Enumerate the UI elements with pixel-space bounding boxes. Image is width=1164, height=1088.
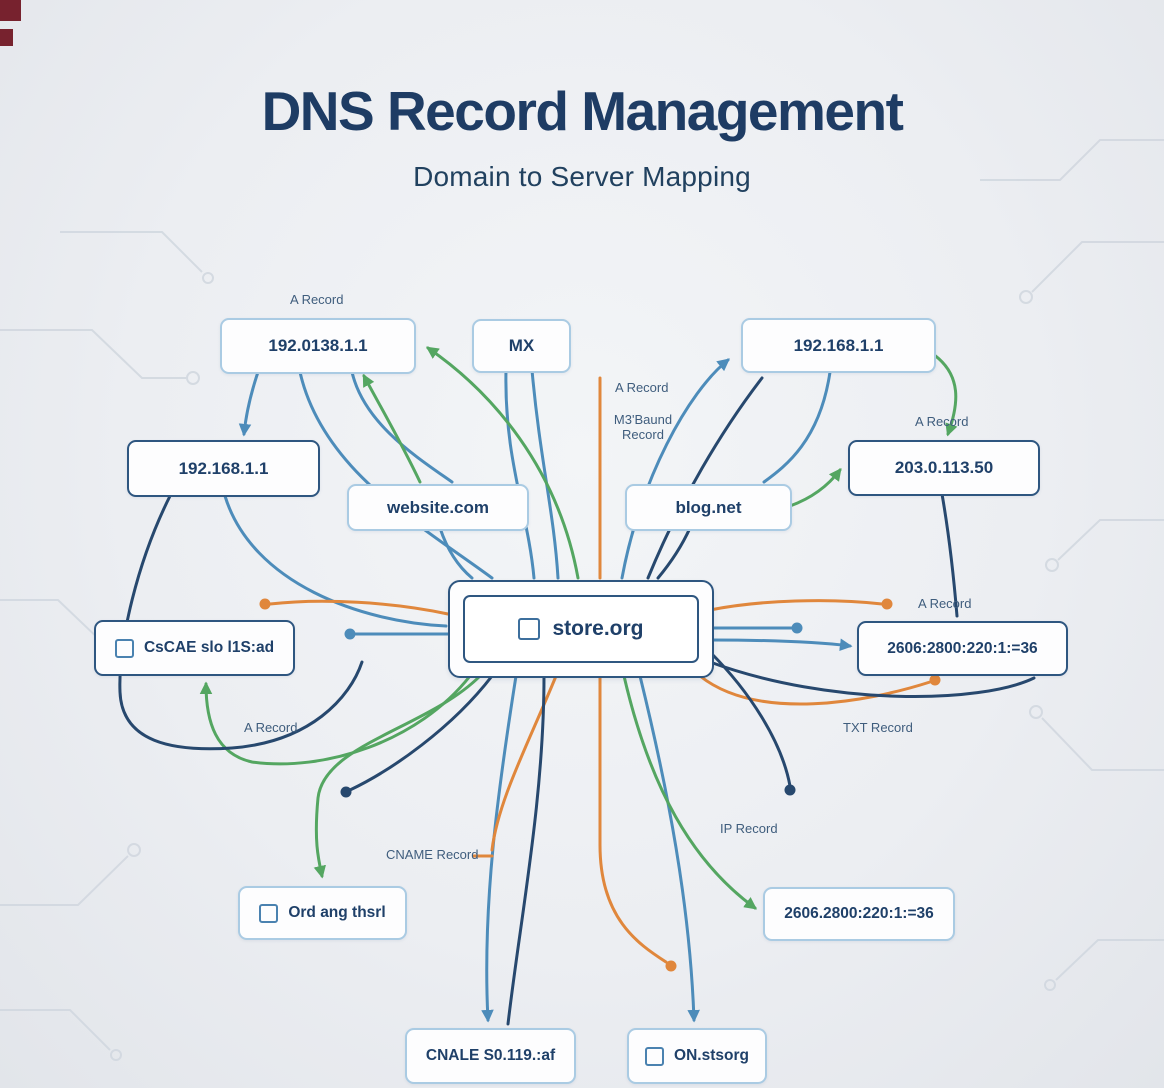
record-label-mx-bound: M3'Baund Record (613, 412, 673, 442)
node-label: 203.0.113.50 (894, 458, 994, 477)
record-label-cname: CNAME Record (386, 847, 479, 862)
node-ipv6-right: 2606:2800:220:1:=36 (857, 621, 1068, 676)
node-label: 192.0138.1.1 (268, 336, 368, 355)
node-store-org-hub: store.org (448, 580, 714, 678)
edges-navy (118, 376, 1036, 1026)
node-label: Ord ang thsrl (288, 904, 386, 921)
domain-icon (114, 638, 134, 658)
record-label-a-right-upper: A Record (915, 414, 969, 429)
node-label: 192.168.1.1 (793, 335, 884, 355)
node-label: CsCAE slo l1S:ad (143, 639, 275, 656)
header: DNS Record Management Domain to Server M… (0, 0, 1164, 193)
node-label: website.com (386, 497, 490, 517)
node-on-stsorg: ON.stsorg (627, 1028, 767, 1084)
node-ip-203: 203.0.113.50 (848, 440, 1040, 496)
record-label-ip: IP Record (720, 821, 778, 836)
edge-endpoint-dots (259, 598, 941, 972)
node-cname-alias-left: CsCAE slo l1S:ad (94, 620, 295, 676)
corner-accent (0, 0, 21, 21)
edges-orange (268, 376, 932, 964)
node-ipv6-bottom-right: 2606.2800:220:1:=36 (763, 887, 955, 941)
record-label-a-left-lower: A Record (244, 720, 298, 735)
hub-inner-box: store.org (463, 595, 699, 663)
node-blog-net: blog.net (625, 484, 792, 531)
node-label: ON.stsorg (674, 1047, 749, 1064)
node-ip-top-left: 192.0138.1.1 (220, 318, 416, 374)
record-label-a-top-left: A Record (290, 292, 344, 307)
node-label: blog.net (675, 497, 742, 517)
node-ip-left: 192.168.1.1 (127, 440, 320, 497)
node-label: 192.168.1.1 (178, 458, 269, 478)
edges-green (199, 346, 958, 910)
domain-icon (259, 903, 279, 923)
page-subtitle: Domain to Server Mapping (413, 161, 751, 192)
node-label: 2606:2800:220:1:=36 (887, 639, 1038, 657)
node-label: CNALE S0.119.:af (425, 1047, 556, 1064)
node-label: MX (508, 336, 535, 355)
node-mx: MX (472, 319, 571, 373)
node-label: store.org (552, 617, 644, 640)
record-label-a-right-mid: A Record (918, 596, 972, 611)
node-ip-top-right: 192.168.1.1 (741, 318, 936, 373)
record-label-txt: TXT Record (843, 720, 913, 735)
node-label: 2606.2800:220:1:=36 (784, 905, 934, 922)
node-ord-ang: Ord ang thsrl (238, 886, 407, 940)
corner-accent (0, 29, 13, 46)
domain-icon (645, 1046, 665, 1066)
record-label-a-center: A Record (615, 380, 669, 395)
page-title: DNS Record Management (261, 80, 904, 142)
domain-icon (518, 618, 541, 640)
node-website-com: website.com (347, 484, 529, 531)
node-cname-bottom: CNALE S0.119.:af (405, 1028, 576, 1084)
